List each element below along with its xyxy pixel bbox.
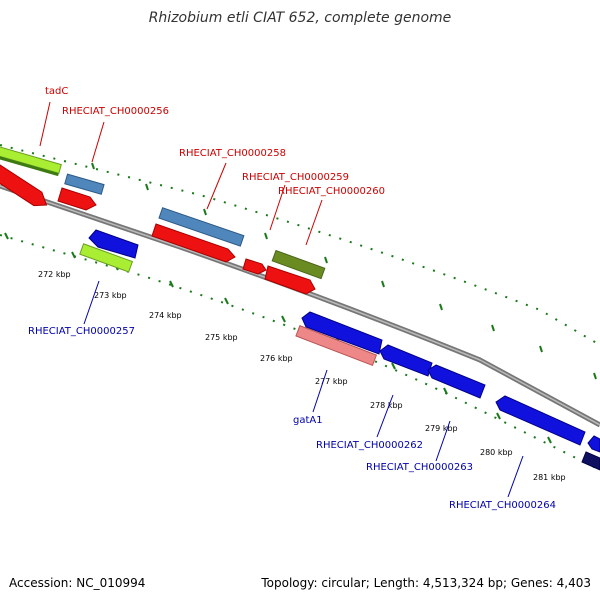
leader-RHECIAT_CH0000257: [83, 280, 100, 325]
cds-forward-1[interactable]: [0, 161, 54, 208]
cds-forward-3[interactable]: [151, 223, 236, 263]
accession-text: Accession: NC_010994: [9, 576, 146, 590]
leader-RHECIAT_CH0000258: [206, 162, 227, 210]
tick-label-278: 278 kbp: [370, 401, 403, 410]
cds-forward-4[interactable]: [264, 265, 316, 295]
label-tadC: tadC: [45, 86, 68, 97]
cds-reverse-2[interactable]: [301, 311, 383, 355]
major-tick: [145, 183, 149, 191]
tick-label-276: 276 kbp: [260, 354, 293, 363]
leader-RHECIAT_CH0000262: [376, 394, 394, 438]
label-RHECIAT_CH0000257: RHECIAT_CH0000257: [28, 326, 135, 337]
major-tick: [224, 297, 229, 305]
label-gatA1: gatA1: [293, 415, 323, 426]
major-tick: [4, 232, 9, 240]
major-tick: [264, 232, 268, 240]
major-tick: [496, 412, 501, 420]
genome-summary-text: Topology: circular; Length: 4,513,324 bp…: [261, 576, 591, 590]
tick-label-273: 273 kbp: [94, 291, 127, 300]
leader-RHECIAT_CH0000260: [305, 199, 323, 246]
label-RHECIAT_CH0000260: RHECIAT_CH0000260: [278, 186, 385, 197]
major-tick: [593, 372, 597, 380]
gene-RHECIAT_CH0000257[interactable]: [79, 243, 134, 273]
major-tick: [203, 208, 207, 216]
major-tick: [539, 345, 543, 353]
tick-label-272: 272 kbp: [38, 270, 71, 279]
gene-RHECIAT_CH0000258[interactable]: [158, 207, 245, 247]
major-tick: [381, 280, 385, 288]
leader-RHECIAT_CH0000256: [91, 121, 105, 163]
map-title: Rhizobium etli CIAT 652, complete genome: [148, 10, 452, 26]
gene-RHECIAT_CH0000259[interactable]: [242, 258, 267, 275]
major-tick: [491, 324, 495, 332]
gene-RHECIAT_CH0000264[interactable]: [495, 395, 586, 446]
tick-label-279: 279 kbp: [425, 424, 458, 433]
cds-forward-2[interactable]: [57, 187, 97, 211]
gene-tadC-shadow: [0, 155, 59, 177]
leader-gatA1: [312, 369, 328, 413]
cds-reverse-edge[interactable]: [587, 435, 600, 453]
major-tick: [169, 280, 174, 288]
gene-RHECIAT_CH0000260[interactable]: [271, 249, 326, 280]
major-tick: [547, 436, 552, 444]
label-RHECIAT_CH0000256: RHECIAT_CH0000256: [62, 106, 169, 117]
gene-gatA1[interactable]: [295, 325, 378, 367]
major-tick: [71, 251, 76, 259]
major-tick: [91, 162, 95, 170]
tick-label-277: 277 kbp: [315, 377, 348, 386]
leader-RHECIAT_CH0000263: [435, 420, 451, 462]
gene-RHECIAT_CH0000256[interactable]: [64, 173, 105, 195]
cds-reverse-edge-dark[interactable]: [581, 451, 600, 471]
tick-label-281: 281 kbp: [533, 473, 566, 482]
label-RHECIAT_CH0000258: RHECIAT_CH0000258: [179, 148, 286, 159]
label-RHECIAT_CH0000263: RHECIAT_CH0000263: [366, 462, 473, 473]
tick-label-275: 275 kbp: [205, 333, 238, 342]
cds-reverse-1[interactable]: [88, 229, 139, 259]
gene-RHECIAT_CH0000262[interactable]: [379, 344, 433, 377]
leader-RHECIAT_CH0000264: [507, 455, 524, 498]
tick-label-274: 274 kbp: [149, 311, 182, 320]
major-tick: [324, 256, 328, 264]
tick-label-280: 280 kbp: [480, 448, 513, 457]
leader-tadC: [39, 101, 51, 147]
major-tick: [443, 387, 448, 395]
label-RHECIAT_CH0000259: RHECIAT_CH0000259: [242, 172, 349, 183]
label-RHECIAT_CH0000264: RHECIAT_CH0000264: [449, 500, 556, 511]
major-tick: [391, 362, 396, 370]
leader-RHECIAT_CH0000259: [269, 184, 286, 231]
label-RHECIAT_CH0000262: RHECIAT_CH0000262: [316, 440, 423, 451]
major-tick: [439, 303, 443, 311]
major-tick: [281, 315, 286, 323]
gene-RHECIAT_CH0000263[interactable]: [427, 364, 486, 399]
